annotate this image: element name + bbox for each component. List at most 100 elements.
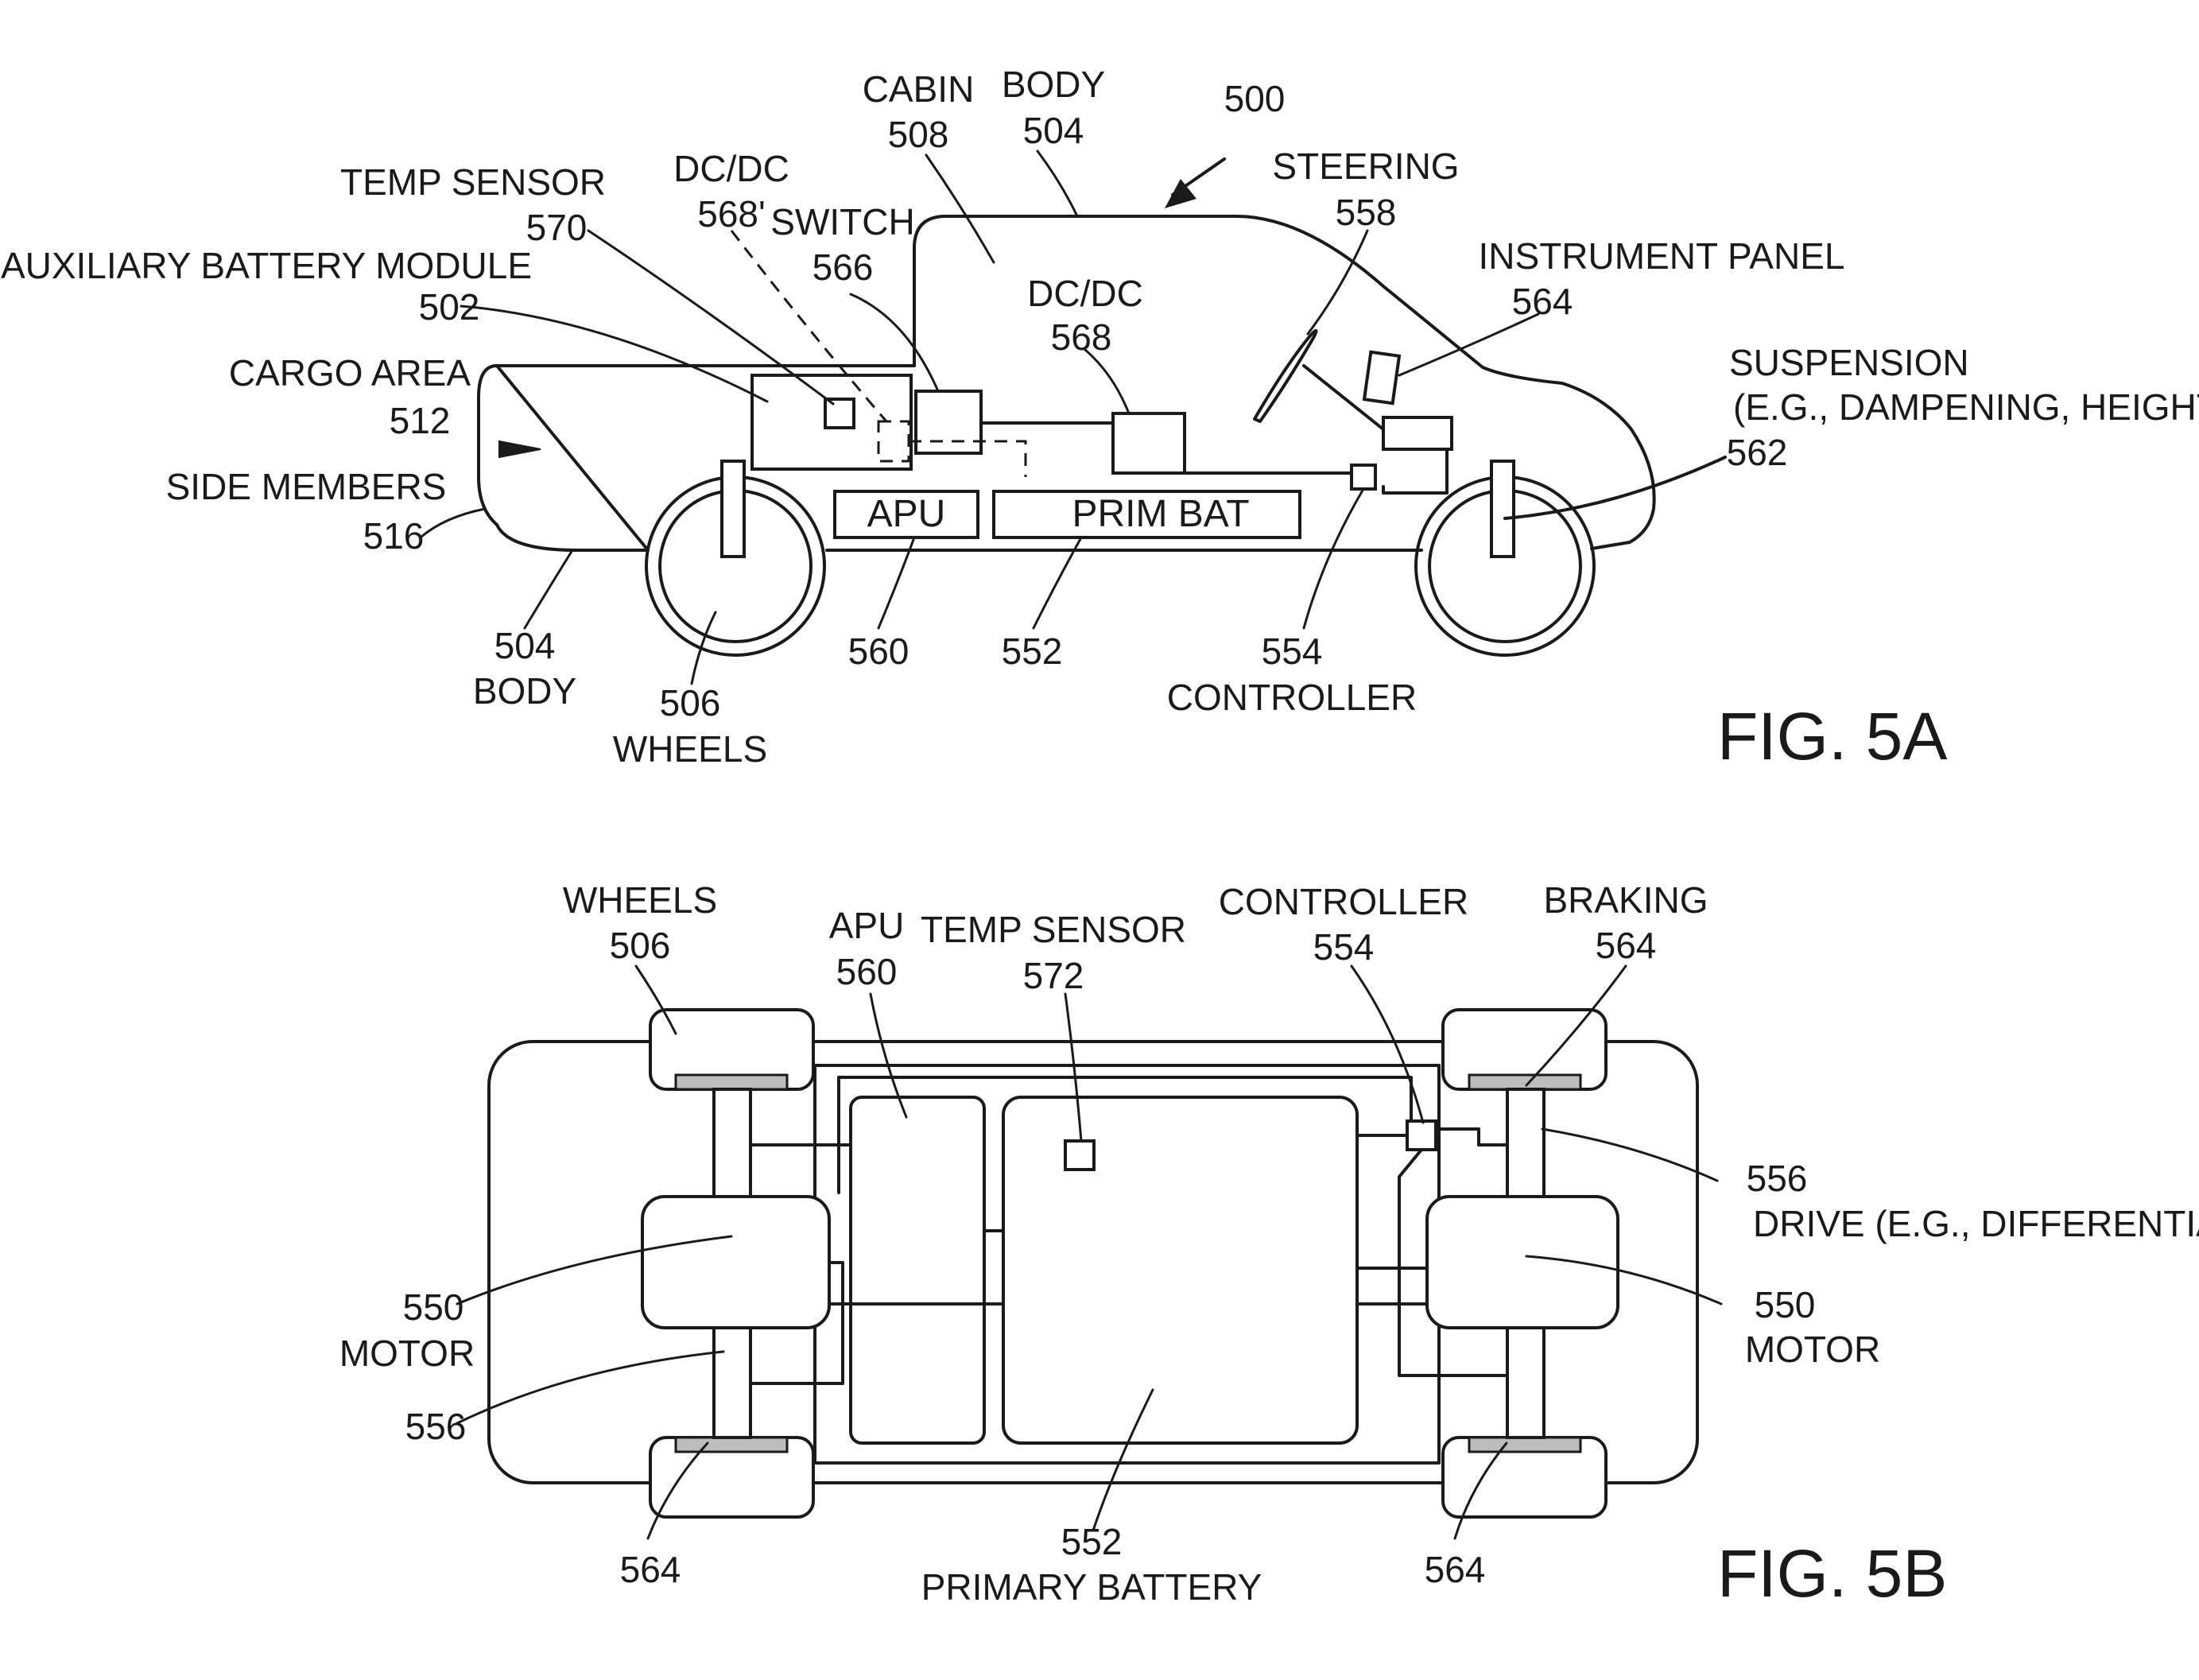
leader-motor-550-right (1525, 1255, 1723, 1306)
label-controller-num: 554 (1262, 630, 1323, 672)
leader-primary-battery (1092, 1388, 1154, 1532)
label-body-bottom-name: BODY (473, 670, 576, 712)
label-steering-num: 558 (1336, 192, 1397, 233)
controller-554-box (1350, 464, 1377, 491)
label-body-top-name: BODY (1002, 64, 1105, 105)
label-prim-bat-num: 552 (1002, 630, 1063, 672)
motor-left (641, 1195, 831, 1329)
leader-dcdc-568 (1084, 348, 1131, 415)
label-aux-battery-num: 502 (419, 286, 480, 328)
controller-554-box-b (1406, 1119, 1437, 1151)
rear-suspension-strut (720, 460, 746, 558)
label-b-drive-num: 556 (1747, 1158, 1808, 1199)
label-b-wheels-num: 506 (610, 925, 671, 966)
label-b-brake-bl-num: 564 (620, 1549, 681, 1590)
leader-drive-556-left (456, 1350, 725, 1425)
label-cabin-name: CABIN (863, 68, 975, 110)
leader-wheels (690, 611, 717, 685)
label-instrument-num: 564 (1512, 281, 1573, 322)
label-b-braking-num: 564 (1596, 925, 1657, 966)
leader-temp-572 (1064, 992, 1083, 1143)
instrument-panel-box (1362, 350, 1402, 405)
leader-instrument (1398, 312, 1540, 377)
leader-apu-560-b (869, 992, 908, 1119)
brake-top-left (674, 1073, 789, 1091)
inner-frame (813, 1064, 1441, 1465)
brake-bottom-right (1468, 1436, 1582, 1453)
label-b-apu-name: APU (829, 905, 905, 946)
wire-controller-axle (1434, 1127, 1509, 1147)
label-temp-sensor-name: TEMP SENSOR (340, 161, 606, 203)
label-b-wheels-name: WHEELS (563, 879, 717, 921)
wire-apu-motor (749, 1261, 844, 1385)
label-temp-sensor-num: 570 (526, 207, 588, 248)
label-b-drive-name: DRIVE (E.G., DIFFERENTIAL) (1753, 1203, 2199, 1244)
label-switch-name: SWITCH (770, 201, 914, 242)
wire-top-bus (837, 1076, 1413, 1194)
switch-box (914, 390, 983, 455)
label-b-drive-left-num: 556 (405, 1406, 467, 1447)
leader-prim-552 (1032, 536, 1083, 630)
label-wheels-name: WHEELS (613, 728, 767, 770)
fig-5a-caption: FIG. 5A (1717, 699, 1947, 774)
prim-bat-box (992, 490, 1301, 539)
label-switch-num: 566 (813, 246, 874, 288)
apu-module (849, 1096, 986, 1445)
label-b-controller-num: 554 (1313, 926, 1375, 968)
label-b-motor-right-name: MOTOR (1745, 1329, 1880, 1370)
fig-5b-caption: FIG. 5B (1717, 1536, 1947, 1611)
label-cabin-num: 508 (888, 114, 949, 155)
leader-switch (849, 293, 940, 393)
label-b-primary-battery-name: PRIMARY BATTERY (921, 1566, 1262, 1608)
leader-steering (1306, 229, 1369, 336)
leader-drive-556 (1541, 1127, 1719, 1182)
label-aux-battery-name: AUXILIARY BATTERY MODULE (1, 245, 532, 286)
axle-right-bottom (1506, 1326, 1546, 1439)
label-body-top-num: 504 (1023, 110, 1084, 151)
label-wheels-num: 506 (660, 682, 721, 724)
label-dcdc-prime-name: DC/DC (673, 148, 789, 189)
wire-frame-mid (828, 1267, 1429, 1306)
fig-5b: WHEELS 506 APU 560 TEMP SENSOR 572 CONTR… (339, 879, 2199, 1611)
wire-controller-motor (1398, 1148, 1509, 1377)
label-b-apu-num: 560 (836, 951, 898, 992)
axle-left-top (712, 1088, 752, 1198)
leader-body-top (1036, 149, 1079, 218)
vehicle-body-outline (477, 215, 1656, 552)
leader-aux-502 (460, 305, 769, 403)
label-b-primary-battery-num: 552 (1061, 1521, 1123, 1562)
primary-battery (1002, 1096, 1359, 1445)
label-b-temp-num: 572 (1023, 955, 1084, 996)
label-controller-name: CONTROLLER (1167, 677, 1417, 718)
temp-sensor-572-box (1064, 1139, 1096, 1171)
label-suspension-name: SUSPENSION (1729, 342, 1969, 383)
cargo-arrow-icon (498, 440, 541, 459)
label-b-controller-name: CONTROLLER (1219, 881, 1468, 922)
chassis-outline (487, 1040, 1699, 1484)
label-cargo-num: 512 (390, 400, 451, 441)
leader-controller-554-b (1350, 964, 1425, 1124)
label-suspension-detail: (E.G., DAMPENING, HEIGHT) (1733, 386, 2199, 428)
label-dcdc-num: 568 (1051, 316, 1112, 358)
leader-braking-564 (1525, 964, 1627, 1087)
dcdc-568-box (1111, 412, 1186, 475)
label-b-motor-right-num: 550 (1755, 1284, 1816, 1325)
prim-bat-box-label: PRIM BAT (1072, 493, 1249, 535)
brake-bottom-left (674, 1436, 789, 1453)
steering-wheel (1253, 329, 1318, 423)
leader-brake-564-br (1453, 1441, 1508, 1540)
label-dcdc-prime-num: 568' (697, 193, 766, 235)
label-apu-num: 560 (848, 630, 909, 672)
label-b-brake-br-num: 564 (1425, 1549, 1486, 1590)
label-b-temp-name: TEMP SENSOR (921, 909, 1186, 950)
label-ref-500: 500 (1224, 78, 1286, 119)
apu-box (833, 490, 979, 539)
leader-controller-554 (1302, 487, 1365, 630)
leader-cabin (925, 153, 995, 264)
label-dcdc-name: DC/DC (1027, 273, 1143, 314)
leader-side-members (420, 507, 487, 538)
suspension-leader (1503, 456, 1727, 520)
label-body-bottom-num: 504 (494, 625, 556, 666)
axle-right-top (1506, 1088, 1546, 1198)
